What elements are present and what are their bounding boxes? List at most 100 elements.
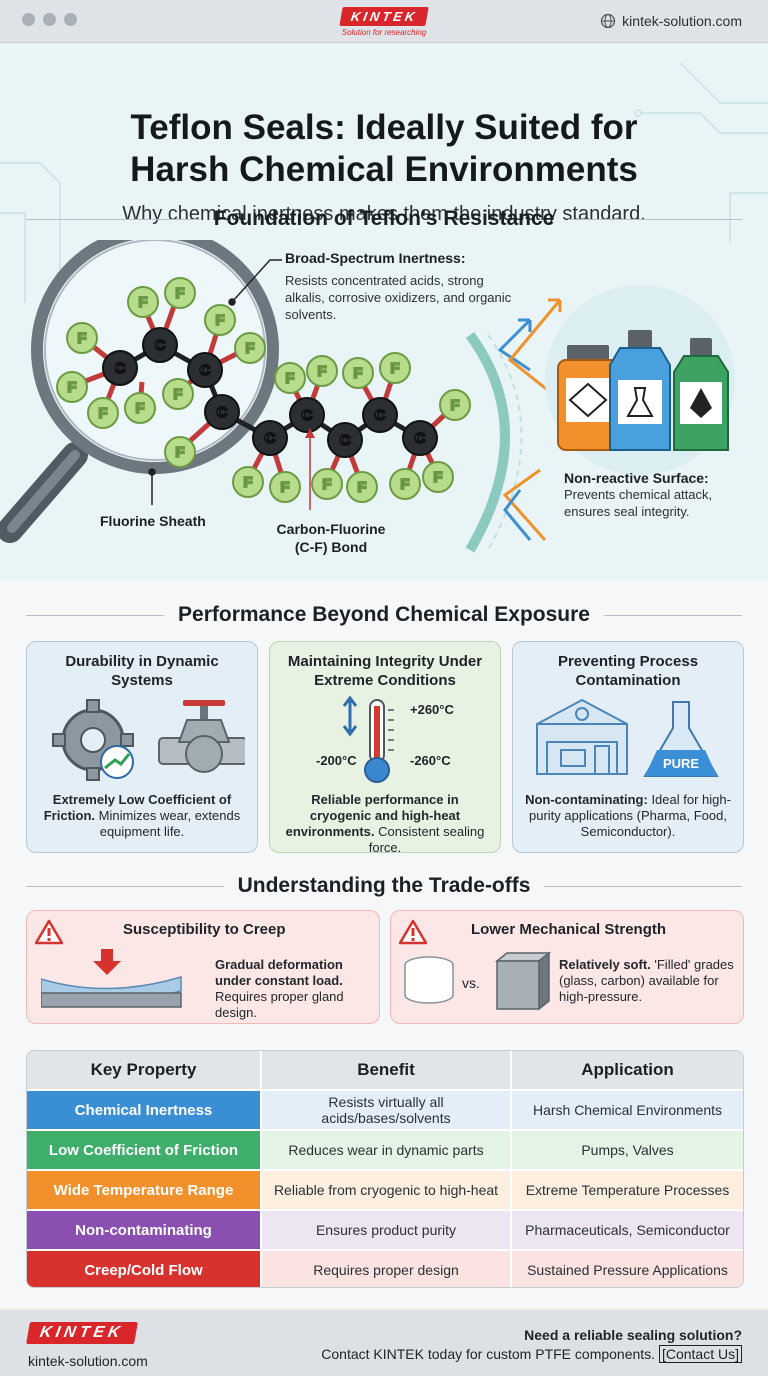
column-header: Application (510, 1051, 743, 1089)
flask-icon: PURE (643, 701, 719, 777)
fluorine-atom-label: F (317, 363, 326, 380)
performance-heading: Performance Beyond Chemical Exposure (26, 603, 743, 627)
card-body-text: 'Filled' grades (glass, carbon) availabl… (559, 957, 734, 1004)
fluorine-atom-label: F (77, 330, 86, 347)
card-title: Lower Mechanical Strength (471, 921, 667, 938)
carbon-atom-label: C (265, 430, 276, 447)
card-body-text: Consistent sealing force. (368, 824, 485, 855)
fluorine-atom-label: F (285, 370, 294, 387)
page-title: Teflon Seals: Ideally Suited for Harsh C… (0, 107, 768, 191)
section-title: Foundation of Teflon's Resistance (213, 207, 555, 230)
footer-brand: KINTEK (26, 1322, 138, 1344)
durability-card: Durability in Dynamic Systems Extremely … (26, 641, 258, 853)
warning-icon (35, 919, 63, 945)
window-dot[interactable] (64, 13, 77, 26)
thermometer-icon (342, 696, 394, 783)
card-body-bold: Reliable performance in cryogenic and hi… (285, 792, 461, 839)
card-body: Extremely Low Coefficient of Friction. M… (37, 792, 247, 840)
footer: KINTEK kintek-solution.com Need a reliab… (0, 1310, 768, 1376)
carbon-atom-label: C (415, 430, 426, 447)
gear-icon (52, 699, 134, 781)
card-body: Reliable performance in cryogenic and hi… (280, 792, 490, 856)
callout-body: Prevents chemical attack, ensures seal i… (564, 487, 713, 519)
application-cell: Extreme Temperature Processes (510, 1171, 743, 1209)
fluorine-atom-label: F (135, 400, 144, 417)
column-header: Key Property (27, 1051, 260, 1089)
column-header: Benefit (260, 1051, 510, 1089)
brand-name: KINTEK (339, 7, 429, 26)
contact-us-link[interactable]: [Contact Us] (658, 1345, 742, 1363)
foundation-heading: Foundation of Teflon's Resistance (26, 207, 742, 231)
site-url[interactable]: kintek-solution.com (600, 13, 742, 29)
window-dot[interactable] (22, 13, 35, 26)
divider (26, 218, 200, 220)
cta-text: Contact KINTEK today for custom PTFE com… (321, 1346, 656, 1362)
footer-cta: Contact KINTEK today for custom PTFE com… (321, 1345, 742, 1363)
creep-card: Susceptibility to Creep Gradual deformat… (26, 910, 380, 1024)
card-title: Durability in Dynamic Systems (65, 653, 219, 689)
creep-illustration (41, 949, 182, 1008)
benefit-cell: Reduces wear in dynamic parts (260, 1131, 510, 1169)
application-cell: Sustained Pressure Applications (510, 1251, 743, 1287)
fluorine-atom-label: F (322, 476, 331, 493)
carbon-atom-label: C (217, 404, 228, 421)
inertness-callout: Broad-Spectrum Inertness: Resists concen… (285, 250, 515, 323)
properties-table: Key Property Benefit Application Chemica… (26, 1050, 744, 1288)
card-body: Gradual deformation under constant load.… (215, 957, 375, 1021)
pure-label: PURE (663, 756, 699, 771)
card-body-text: Minimizes wear, extends equipment life. (95, 808, 241, 839)
fluorine-atom-label: F (98, 405, 107, 422)
fluorine-atom-label: F (175, 444, 184, 461)
cleanroom-icon (536, 698, 628, 775)
footer-logo[interactable]: KINTEK (26, 1322, 138, 1344)
footer-url[interactable]: kintek-solution.com (28, 1353, 148, 1369)
fluorine-atom-label: F (280, 479, 289, 496)
carbon-atom-label: C (302, 407, 313, 424)
tradeoffs-heading: Understanding the Trade-offs (26, 874, 743, 898)
card-body-text: Requires proper gland design. (215, 989, 344, 1020)
material-comparison (404, 951, 552, 1011)
card-body: Relatively soft. 'Filled' grades (glass,… (559, 957, 737, 1005)
browser-bar: KINTEK Solution for researching kintek-s… (0, 0, 768, 43)
temp-low-label: -260°C (410, 753, 451, 768)
window-dot[interactable] (43, 13, 56, 26)
fluorine-atom-label: F (390, 360, 399, 377)
benefit-cell: Resists virtually all acids/bases/solven… (260, 1091, 510, 1129)
card-title: Susceptibility to Creep (123, 921, 286, 938)
section-title: Understanding the Trade-offs (237, 874, 531, 897)
surface-callout: Non-reactive Surface: Prevents chemical … (564, 470, 744, 520)
gear-valve-illustration (52, 699, 245, 781)
cleanroom-illustration: PURE (536, 698, 719, 777)
callout-title: Non-reactive Surface: (564, 470, 709, 486)
fluorine-atom-label: F (173, 386, 182, 403)
brand-tagline: Solution for researching (341, 28, 427, 37)
divider (604, 614, 743, 616)
card-body-bold: Non-contaminating: (525, 792, 648, 807)
url-text: kintek-solution.com (622, 13, 742, 29)
divider (26, 614, 165, 616)
valve-icon (158, 700, 245, 773)
benefit-cell: Ensures product purity (260, 1211, 510, 1249)
application-cell: Pharmaceuticals, Semiconductor (510, 1211, 743, 1249)
application-cell: Pumps, Valves (510, 1131, 743, 1169)
card-body-bold: Relatively soft. (559, 957, 651, 972)
fluorine-atom-label: F (215, 312, 224, 329)
property-cell: Low Coefficient of Friction (27, 1131, 260, 1169)
section-title: Performance Beyond Chemical Exposure (178, 603, 590, 626)
card-title: Maintaining Integrity Under Extreme Cond… (287, 653, 483, 689)
title-line-2: Harsh Chemical Environments (130, 150, 638, 189)
divider (568, 218, 742, 220)
card-body-bold: Extremely Low Coefficient of Friction. (43, 792, 232, 823)
fluorine-atom-label: F (67, 379, 76, 396)
vs-label: vs. (462, 975, 480, 991)
fluorine-atom-label: F (400, 476, 409, 493)
carbon-atom-label: C (340, 432, 351, 449)
brand-logo[interactable]: KINTEK Solution for researching (333, 7, 435, 37)
integrity-card: Maintaining Integrity Under Extreme Cond… (269, 641, 501, 856)
fluorine-atom-label: F (245, 340, 254, 357)
property-cell: Non-contaminating (27, 1211, 260, 1249)
